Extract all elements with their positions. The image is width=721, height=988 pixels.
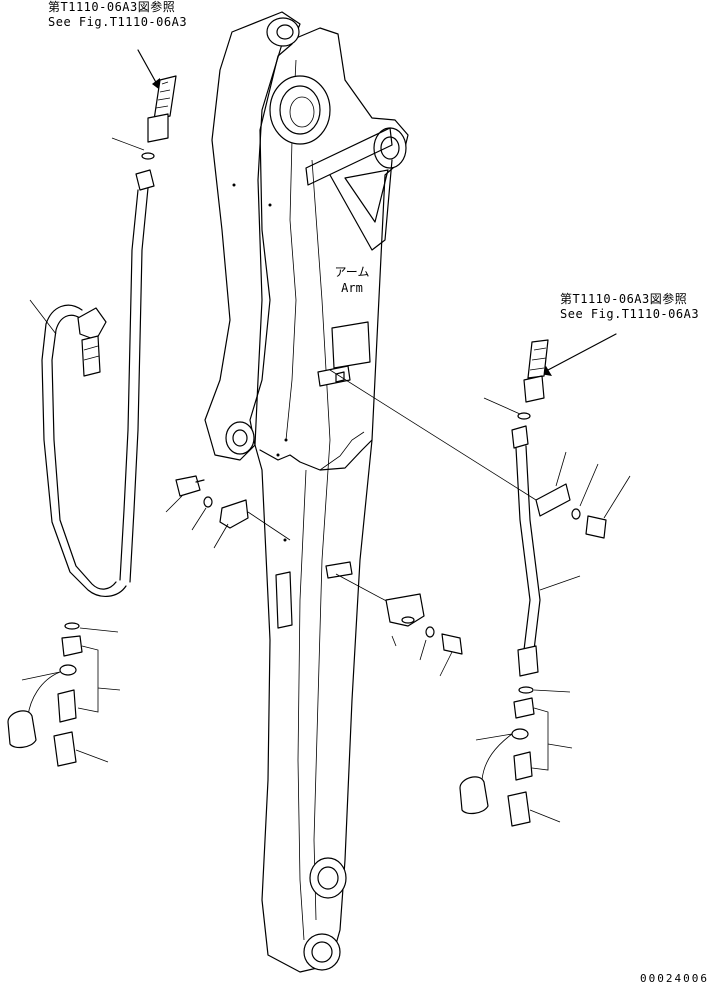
arm-top-boss: [269, 75, 331, 145]
center-bracket: [335, 573, 463, 677]
arm-assembly: [204, 11, 409, 973]
arm-left-plate: [204, 11, 301, 461]
reference-note-top-left: 第T1110-06A3図参照 See Fig.T1110-06A3: [48, 0, 187, 30]
reference-note-right: 第T1110-06A3図参照 See Fig.T1110-06A3: [560, 292, 699, 322]
reference-note-en: See Fig.T1110-06A3: [560, 307, 700, 321]
reference-note-en: See Fig.T1110-06A3: [48, 15, 188, 29]
arrow-icon: [152, 78, 160, 90]
arm-main-body: [254, 27, 409, 973]
document-id: 00024006: [640, 972, 709, 985]
arm-label: アーム Arm: [328, 264, 376, 296]
arm-label-jp: アーム: [334, 265, 370, 279]
arm-label-en: Arm: [341, 281, 363, 295]
left-piping: [7, 49, 291, 767]
right-piping: [329, 333, 631, 827]
reference-note-jp: 第T1110-06A3図参照: [560, 292, 688, 306]
reference-note-jp: 第T1110-06A3図参照: [48, 0, 176, 14]
